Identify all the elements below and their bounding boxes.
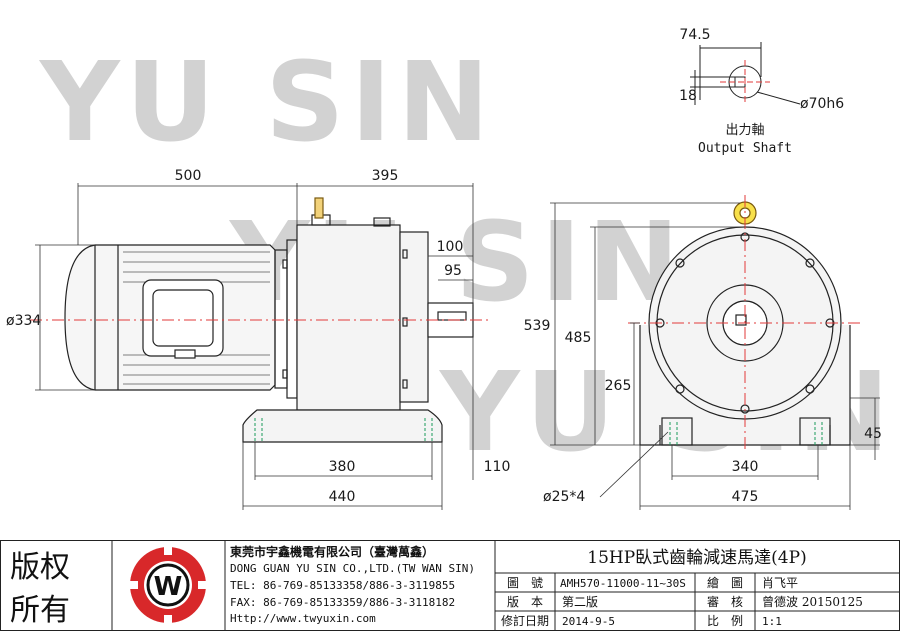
dim-395: 395 (372, 168, 399, 184)
company-name-en: DONG GUAN YU SIN CO.,LTD.(TW WAN SIN) (230, 562, 475, 575)
value-drawing-no: AMH570-11000-11~30S (560, 577, 686, 590)
dim-440: 440 (329, 489, 356, 505)
dim-380: 380 (329, 459, 356, 475)
label-scale: 比 例 (707, 614, 743, 628)
dim-265: 265 (605, 378, 632, 394)
front-dimensions (550, 202, 880, 510)
company-tel: TEL: 86-769-85133358/886-3-3119855 (230, 579, 455, 592)
company-website: Http://www.twyuxin.com (230, 612, 376, 625)
side-view (64, 197, 474, 443)
dim-motor-diameter: ø334 (6, 313, 41, 329)
label-drawing-no: 圖 號 (507, 576, 543, 590)
watermark-1: YU SIN (38, 38, 495, 166)
shaft-detail (690, 42, 801, 105)
company-name-cn: 東莞市宇鑫機電有限公司（臺灣萬鑫） (230, 544, 434, 559)
label-drawn-by: 繪 圖 (707, 575, 743, 590)
company-fax: FAX: 86-769-85133359/886-3-3118182 (230, 596, 455, 609)
copyright-line2: 所有 (10, 593, 70, 628)
dim-bolt-holes: ø25*4 (543, 489, 585, 505)
copyright-line1: 版权 (10, 550, 70, 585)
value-revision-date: 2014-9-5 (562, 615, 615, 628)
value-version: 第二版 (562, 595, 598, 609)
dim-500: 500 (175, 168, 202, 184)
value-drawn-by: 肖飞平 (762, 576, 798, 590)
dim-340: 340 (732, 459, 759, 475)
drawing-title: 15HP臥式齒輪減速馬達(4P) (587, 548, 806, 568)
dim-100: 100 (437, 239, 464, 255)
dim-539: 539 (524, 318, 551, 334)
value-reviewer: 曾德波 20150125 (762, 594, 863, 609)
label-reviewer: 審 核 (707, 594, 743, 609)
dim-18: 18 (679, 88, 697, 104)
side-dimensions (35, 183, 474, 510)
dim-shaft-diameter: ø70h6 (800, 96, 844, 112)
value-scale: 1:1 (762, 615, 782, 628)
dim-475: 475 (732, 489, 759, 505)
company-logo: W (128, 545, 208, 625)
dim-485: 485 (565, 330, 592, 346)
dim-110: 110 (484, 459, 511, 475)
dim-74-5: 74.5 (679, 27, 710, 43)
label-version: 版 本 (507, 595, 543, 609)
shaft-label-en: Output Shaft (698, 141, 792, 156)
label-revision-date: 修訂日期 (501, 613, 549, 628)
dim-45: 45 (864, 426, 882, 442)
shaft-label-cn: 出力軸 (725, 123, 764, 138)
dim-95: 95 (444, 263, 462, 279)
logo-letter: W (154, 572, 183, 602)
